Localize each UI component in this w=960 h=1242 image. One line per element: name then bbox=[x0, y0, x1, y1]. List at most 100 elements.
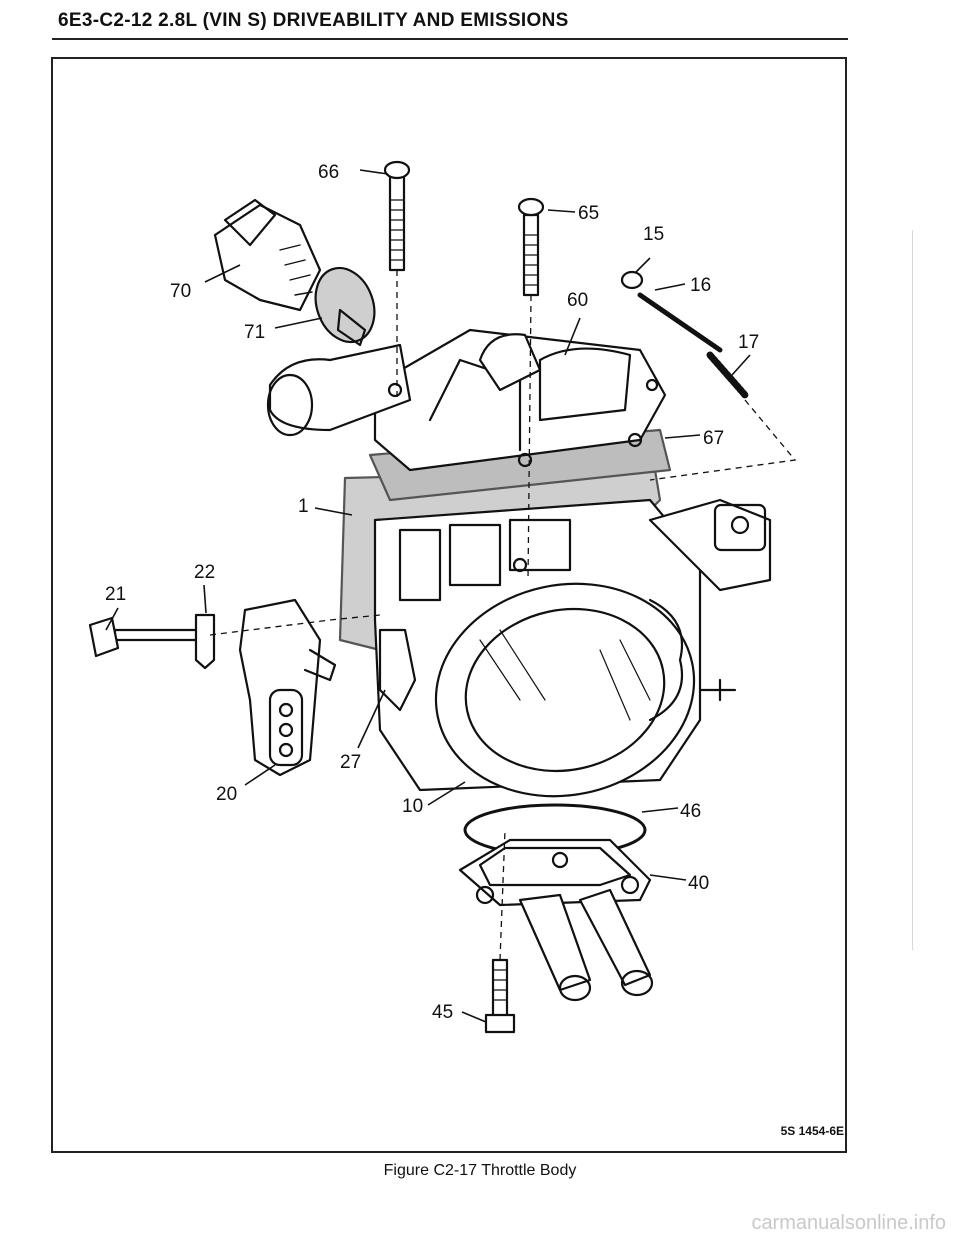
plenum-inlet-tube bbox=[478, 333, 542, 392]
tps-bolt-21 bbox=[113, 628, 202, 642]
callout-22: 22 bbox=[194, 562, 215, 583]
assembly-line-16 bbox=[649, 399, 797, 481]
leader-10 bbox=[427, 781, 466, 806]
linkage-tab bbox=[713, 503, 767, 552]
iac-gasket-71 bbox=[314, 266, 376, 344]
leader-21 bbox=[105, 607, 119, 631]
plenum-outlet-tube bbox=[268, 343, 412, 432]
bolt-65-head bbox=[517, 197, 545, 217]
iac-valve-body bbox=[213, 203, 322, 312]
watermark: carmanualsonline.info bbox=[751, 1212, 946, 1234]
callout-27: 27 bbox=[340, 752, 361, 773]
plenum-dome bbox=[538, 347, 632, 422]
figure-reference-code: 5S 1454-6E bbox=[780, 1124, 844, 1138]
iac-connector bbox=[223, 198, 277, 247]
callout-16: 16 bbox=[690, 275, 711, 296]
callout-21: 21 bbox=[105, 584, 126, 605]
callout-10: 10 bbox=[402, 796, 423, 817]
bolt-66-head bbox=[383, 160, 411, 180]
leader-70 bbox=[204, 264, 241, 283]
iac-pintle bbox=[336, 308, 367, 347]
tps-arm bbox=[303, 648, 337, 682]
leader-67 bbox=[664, 434, 701, 439]
flange-top bbox=[478, 846, 632, 887]
side-stud bbox=[698, 678, 737, 702]
housing-rib-3 bbox=[508, 518, 572, 572]
screw-16 bbox=[637, 292, 723, 353]
leader-71 bbox=[274, 317, 323, 329]
leader-45 bbox=[461, 1011, 487, 1023]
housing-rib-1 bbox=[398, 528, 442, 602]
cover-hole-4 bbox=[645, 378, 659, 392]
flange-hole-1 bbox=[475, 885, 495, 905]
idle-stop-27 bbox=[378, 628, 417, 712]
tps-connector bbox=[268, 688, 304, 767]
leader-60 bbox=[564, 317, 581, 356]
leader-22 bbox=[203, 584, 207, 614]
callout-46: 46 bbox=[680, 801, 701, 822]
leader-16 bbox=[654, 283, 686, 291]
housing-rib-2 bbox=[448, 523, 502, 587]
spring-17 bbox=[706, 351, 749, 399]
callout-65: 65 bbox=[578, 203, 599, 224]
iac-threads bbox=[279, 244, 313, 296]
linkage-hole bbox=[730, 515, 750, 535]
callout-70: 70 bbox=[170, 281, 191, 302]
flange-adapter-40 bbox=[458, 838, 652, 907]
leader-1 bbox=[314, 507, 353, 516]
assembly-line-21 bbox=[209, 614, 381, 636]
flange-hole-2 bbox=[620, 875, 640, 895]
washer-15 bbox=[620, 270, 644, 290]
tps-sensor-20 bbox=[238, 598, 322, 777]
leader-65 bbox=[547, 209, 576, 213]
bolt-66 bbox=[388, 173, 406, 272]
vacuum-tube-right bbox=[578, 888, 652, 987]
bolt-45-threads bbox=[492, 969, 508, 1001]
cover-hole-2 bbox=[517, 452, 533, 468]
tube-end-right bbox=[620, 969, 654, 997]
leader-17 bbox=[731, 354, 751, 376]
bolt-66-threads bbox=[389, 199, 405, 261]
bolt-65-threads bbox=[523, 234, 539, 286]
callout-66: 66 bbox=[318, 162, 339, 183]
throttle-bore-outer bbox=[434, 582, 696, 798]
leader-46 bbox=[641, 807, 679, 813]
callout-67: 67 bbox=[703, 428, 724, 449]
header-rule bbox=[52, 38, 848, 40]
bolt-45-head bbox=[484, 1013, 516, 1034]
flange-hole-3 bbox=[551, 851, 569, 869]
vacuum-tube-left bbox=[518, 893, 592, 992]
housing-boss bbox=[512, 557, 528, 573]
assembly-line-65 bbox=[527, 294, 532, 581]
outlet-tube-end bbox=[266, 373, 314, 437]
tube-end-left bbox=[558, 974, 592, 1002]
scan-edge-mark bbox=[912, 230, 913, 950]
throttle-linkage bbox=[648, 498, 772, 592]
figure-frame bbox=[51, 57, 847, 1153]
tps-bolt-head bbox=[88, 616, 120, 658]
tps-pin-2 bbox=[278, 722, 294, 738]
callout-1: 1 bbox=[298, 496, 309, 517]
page-header: 6E3-C2-12 2.8L (VIN S) DRIVEABILITY AND … bbox=[58, 10, 569, 31]
tps-washer-22 bbox=[194, 613, 216, 670]
leader-15 bbox=[635, 257, 651, 273]
figure-caption: Figure C2-17 Throttle Body bbox=[383, 1162, 577, 1179]
tps-pin-3 bbox=[278, 742, 294, 758]
callout-71: 71 bbox=[244, 322, 265, 343]
cover-hole-3 bbox=[627, 432, 643, 448]
callout-40: 40 bbox=[688, 873, 709, 894]
leader-20 bbox=[244, 764, 276, 786]
leader-40 bbox=[649, 874, 687, 881]
cover-hole-1 bbox=[387, 382, 403, 398]
callout-20: 20 bbox=[216, 784, 237, 805]
tps-pin-1 bbox=[278, 702, 294, 718]
throttle-bore-inner bbox=[464, 607, 666, 773]
throttle-spring bbox=[648, 598, 684, 722]
callout-15: 15 bbox=[643, 224, 664, 245]
callout-60: 60 bbox=[567, 290, 588, 311]
callout-17: 17 bbox=[738, 332, 759, 353]
callout-45: 45 bbox=[432, 1002, 453, 1023]
leader-66 bbox=[359, 169, 389, 175]
leader-27 bbox=[357, 689, 386, 749]
